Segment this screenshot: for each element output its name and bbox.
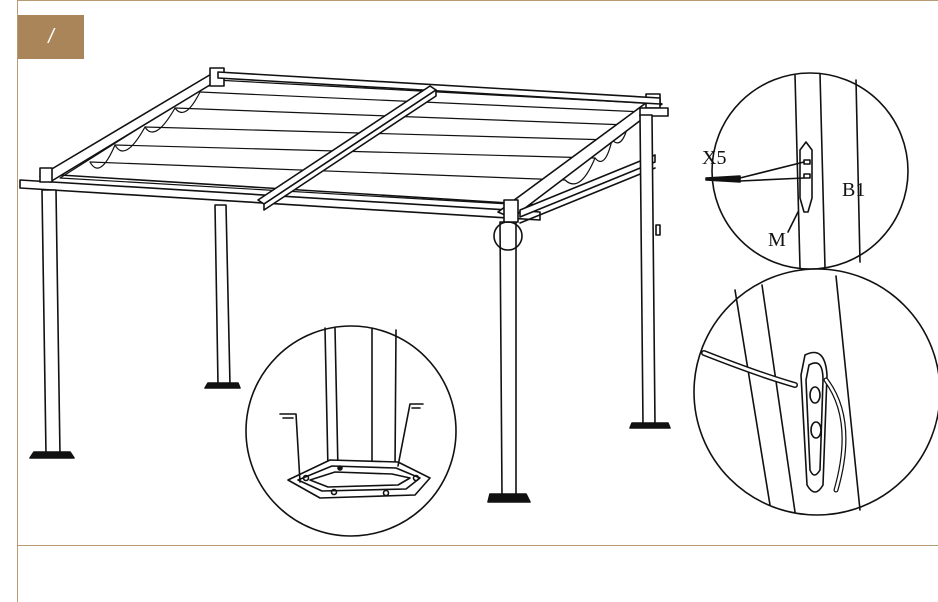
screw-count-label: X5 xyxy=(702,147,726,169)
back-beam xyxy=(217,71,661,105)
step-number: / xyxy=(48,25,54,48)
frame-top-rule xyxy=(17,0,938,1)
detail-marker-circle xyxy=(493,221,523,251)
detail-screw-bracket: X5 B1 M xyxy=(702,72,909,270)
middle-rafter xyxy=(257,85,437,211)
detail-base-plate xyxy=(245,325,457,537)
posts xyxy=(29,114,671,503)
step-number-badge: / xyxy=(18,15,84,59)
frame-left-rule xyxy=(17,0,18,602)
hardware-m-label: M xyxy=(768,229,786,251)
frame-bottom-rule xyxy=(17,545,938,546)
detail-rope-cleat xyxy=(693,268,938,516)
part-b1-label: B1 xyxy=(842,179,865,201)
right-side-support xyxy=(519,154,656,224)
